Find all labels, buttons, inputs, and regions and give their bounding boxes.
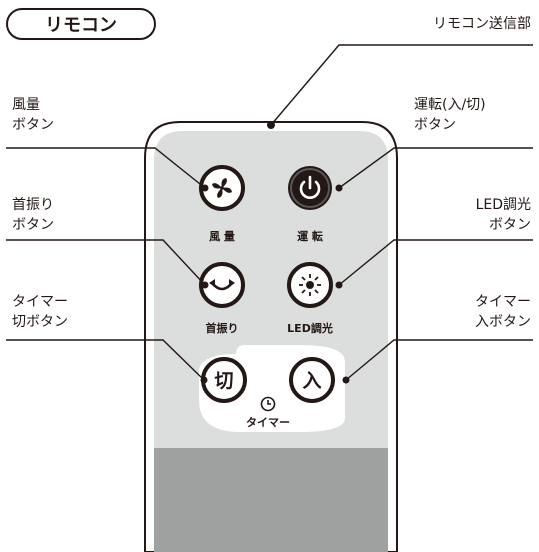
swing-button[interactable] [199, 262, 245, 308]
fan-speed-button[interactable] [199, 165, 245, 211]
swing-label: 首振り [206, 321, 239, 335]
label-led-dimmer: LED調光 ボタン [475, 197, 531, 233]
label-fan-speed: 風量 ボタン [12, 97, 54, 133]
power-label: 運 転 [297, 229, 323, 243]
title-text: リモコン [45, 15, 117, 36]
title-badge: リモコン [6, 8, 156, 40]
led-dimmer-label: LED調光 [287, 321, 333, 335]
sun-icon [299, 274, 321, 296]
timer-group-label: タイマー [246, 416, 290, 429]
leader-fan [6, 147, 206, 189]
timer-off-text: 切 [214, 370, 233, 392]
leader-transmitter [270, 44, 533, 126]
remote-lower-panel [154, 448, 388, 552]
fan-icon [212, 178, 232, 198]
remote-body [144, 121, 398, 552]
timer-on-text: 入 [302, 370, 321, 392]
leader-timer-off [6, 339, 205, 381]
label-swing: 首振り ボタン [12, 197, 54, 233]
power-button[interactable] [288, 166, 343, 210]
leader-timer-on [345, 339, 533, 381]
leader-led [338, 239, 533, 286]
timer-on-button[interactable]: 入 [289, 357, 350, 403]
label-power: 運転(入/切) ボタン [414, 97, 486, 133]
label-timer-on: タイマー 入ボタン [475, 294, 531, 330]
timer-off-button[interactable]: 切 [200, 357, 247, 403]
fan-speed-label: 風 量 [209, 230, 235, 243]
swing-icon [209, 279, 235, 291]
label-timer-off: タイマー 切ボタン [12, 294, 68, 330]
leader-swing [6, 239, 206, 286]
clock-icon [260, 396, 276, 412]
power-icon [299, 175, 321, 199]
led-dimmer-button[interactable] [287, 262, 343, 308]
label-transmitter: リモコン送信部 [433, 16, 531, 32]
leader-lines [6, 44, 533, 381]
leader-power [338, 147, 533, 189]
